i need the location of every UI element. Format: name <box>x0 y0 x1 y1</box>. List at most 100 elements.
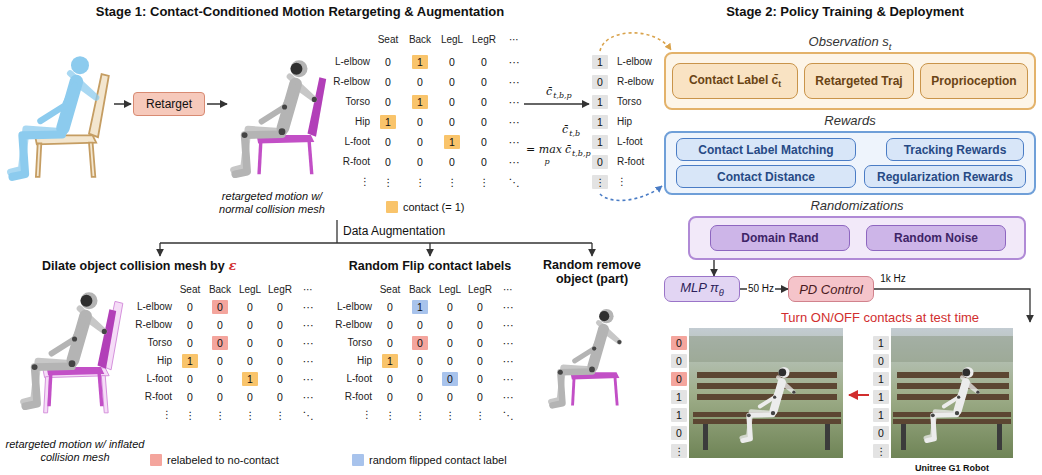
box-label: Observation s <box>809 34 889 49</box>
contact-value: 0 <box>671 354 687 368</box>
legend-text: contact (= 1) <box>403 201 464 213</box>
table-cell: 0 <box>382 318 398 332</box>
column-header: LegR <box>468 284 492 296</box>
table-cell: ⋮ <box>242 408 258 422</box>
edge-label: 50 Hz <box>747 283 775 295</box>
table-cell: ⋯ <box>300 318 316 332</box>
row-label: Hip <box>355 116 370 128</box>
table-cell: 0 <box>476 95 492 109</box>
table-cell: 0 <box>212 372 228 386</box>
contact-value: 1 <box>671 408 687 422</box>
row-label: Torso <box>348 337 372 349</box>
reward-box: Contact Label Matching <box>676 138 856 161</box>
math-symbol: ε <box>229 259 237 273</box>
table-cell: 0 <box>412 390 428 404</box>
body-part: Hip <box>617 116 632 128</box>
table-cell: ⋯ <box>300 372 316 386</box>
photo-caption: Unitree G1 Robot <box>915 463 989 473</box>
body-part: ⋮ <box>617 176 627 188</box>
input-box: Retargeted Traj <box>804 63 914 99</box>
column-header: Back <box>209 284 231 296</box>
table-cell: ⋮ <box>382 408 398 422</box>
table-cell: 0 <box>476 55 492 69</box>
contact-value: ⋮ <box>873 444 889 458</box>
legend-swatch <box>386 201 398 213</box>
group-box: Observation stContact Label c̄tRetargete… <box>664 52 1036 110</box>
table-cell: 0 <box>272 354 288 368</box>
column-header: ⋯ <box>509 34 519 46</box>
contact-value: 1 <box>873 372 889 386</box>
table-cell: 0 <box>182 318 198 332</box>
table-cell: ⋮ <box>412 408 428 422</box>
column-header: LegR <box>268 284 292 296</box>
table-cell: 0 <box>242 390 258 404</box>
table-cell: ⋯ <box>300 300 316 314</box>
table-cell: 0 <box>272 300 288 314</box>
contact-value: 0 <box>592 155 608 169</box>
table-cell: 0 <box>382 372 398 386</box>
body-part: R-elbow <box>617 76 654 88</box>
body-part: R-foot <box>617 156 644 168</box>
subscript: t <box>889 42 892 52</box>
box-label: Contact Distance <box>717 170 815 184</box>
column-header: LegL <box>441 34 463 46</box>
table-cell: 0 <box>242 318 258 332</box>
contact-value: 1 <box>873 336 889 350</box>
row-label: R-elbow <box>335 319 372 331</box>
contact-value: 1 <box>671 390 687 404</box>
table-cell: ⋱ <box>506 175 522 189</box>
table-cell: ⋮ <box>412 175 428 189</box>
table-cell: ⋱ <box>500 408 516 422</box>
note: Turn ON/OFF contacts at test time <box>781 311 979 326</box>
row-label: L-foot <box>346 373 372 385</box>
figure-caption: retargeted motion w/ normal collision me… <box>207 190 337 215</box>
table-cell: ⋮ <box>212 408 228 422</box>
box-label: Retarget <box>146 97 192 111</box>
math-subscript: t,b,p <box>553 91 572 100</box>
box-text: Contact Label c̄t <box>689 73 781 89</box>
figure-caption: retargeted motion w/ inflated collision … <box>5 438 145 463</box>
row-label: Torso <box>346 96 370 108</box>
table-cell: 0 <box>242 336 258 350</box>
table-cell: 1 <box>380 115 396 129</box>
table-cell: 0 <box>382 300 398 314</box>
section-title: Random remove object (part) <box>542 258 642 287</box>
box-text: Contact Label Matching <box>698 143 833 157</box>
contact-value: 1 <box>592 95 608 109</box>
box-label: Tracking Rewards <box>904 143 1007 157</box>
controller-box: PD Control <box>788 276 874 302</box>
table-cell: 0 <box>472 354 488 368</box>
table-cell: 0 <box>476 115 492 129</box>
table-cell: ⋯ <box>500 336 516 350</box>
legend-entry: random flipped contact label <box>352 454 507 466</box>
math-symbol: c̄ <box>546 86 552 99</box>
table-cell: 0 <box>182 300 198 314</box>
table-cell: ⋮ <box>476 175 492 189</box>
table-cell: 1 <box>412 95 428 109</box>
table-cell: 0 <box>412 75 428 89</box>
legend-entry: contact (= 1) <box>386 201 464 213</box>
column-header: ⋯ <box>303 284 313 296</box>
table-cell: 0 <box>442 336 458 350</box>
table-cell: 1 <box>242 372 258 386</box>
math-symbol: c̄ <box>562 124 568 137</box>
contact-value: 1 <box>873 408 889 422</box>
table-cell: 0 <box>182 372 198 386</box>
column-header: LegL <box>239 284 261 296</box>
contact-value: ⋮ <box>671 444 687 458</box>
table-cell: ⋮ <box>472 408 488 422</box>
box-label: Retargeted Traj <box>815 74 902 88</box>
table-cell: 0 <box>272 390 288 404</box>
table-cell: 1 <box>412 300 428 314</box>
table-cell: 0 <box>442 300 458 314</box>
random-box: Random Noise <box>866 225 1006 251</box>
table-cell: ⋯ <box>500 300 516 314</box>
rate-label: 1k Hz <box>880 273 906 285</box>
policy-box: MLP πθ <box>664 276 740 302</box>
row-label: L-elbow <box>335 56 370 68</box>
math-operator: = max <box>526 144 562 157</box>
table-cell: 0 <box>272 336 288 350</box>
legend-entry: relabeled to no-contact <box>150 454 279 466</box>
table-cell: 0 <box>476 155 492 169</box>
box-label: Proprioception <box>931 74 1016 88</box>
